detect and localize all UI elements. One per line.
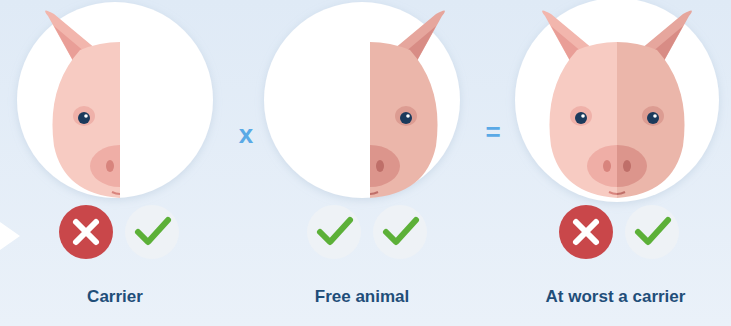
operator-symbol: x [239, 119, 253, 150]
pig-half-left [45, 10, 195, 198]
pig-node: At worst a carrier [500, 0, 731, 326]
operator-symbol: = [485, 117, 500, 148]
pig-full [542, 10, 692, 198]
pig-circle [515, 0, 719, 202]
cross-icon [59, 205, 113, 259]
check-icon [307, 205, 361, 259]
pig-half-right [295, 10, 445, 198]
pointer-triangle [0, 222, 20, 250]
pig-node: Carrier [10, 0, 220, 326]
pig-node: Free animal [257, 0, 467, 326]
node-label: At worst a carrier [500, 287, 731, 307]
check-icon [625, 205, 679, 259]
check-icon [125, 205, 179, 259]
pig-circle [264, 2, 460, 198]
node-label: Free animal [257, 287, 467, 307]
cross-icon [559, 205, 613, 259]
node-label: Carrier [10, 287, 220, 307]
pig-circle [17, 2, 213, 198]
check-icon [373, 205, 427, 259]
